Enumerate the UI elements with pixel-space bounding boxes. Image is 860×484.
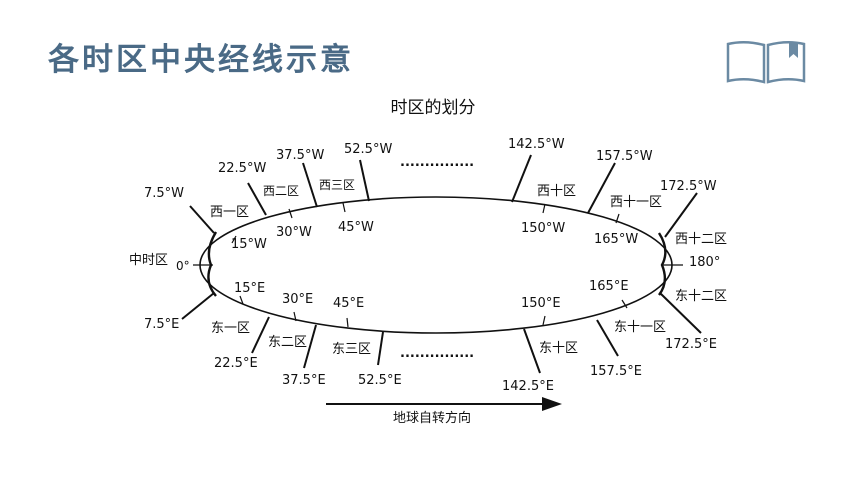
- meridian-label-15w: 15°W: [231, 237, 267, 252]
- zone-label-east-1: 东一区: [211, 321, 250, 336]
- boundary-label-142-5w: 142.5°W: [508, 137, 565, 152]
- ellipsis-dots-bottom: ...............: [400, 346, 474, 361]
- zone-label-center: 中时区: [129, 253, 168, 268]
- zone-label-east-10: 东十区: [539, 341, 578, 356]
- meridian-label-150e: 150°E: [521, 296, 561, 311]
- book-icon: [726, 41, 806, 84]
- boundary-label-37-5w: 37.5°W: [276, 148, 324, 163]
- zone-label-west-10: 西十区: [537, 184, 576, 199]
- meridian-label-15e: 15°E: [234, 281, 265, 296]
- zone-label-west-11: 西十一区: [610, 195, 662, 210]
- boundary-label-172-5e: 172.5°E: [665, 337, 717, 352]
- boundary-label-22-5e: 22.5°E: [214, 356, 258, 371]
- zone-label-west-2: 西二区: [263, 184, 299, 198]
- rotation-label: 地球自转方向: [393, 410, 471, 426]
- meridian-label-165e: 165°E: [589, 279, 629, 294]
- boundary-label-157-5w: 157.5°W: [596, 149, 653, 164]
- boundary-label-22-5w: 22.5°W: [218, 161, 266, 176]
- meridian-label-30e: 30°E: [282, 292, 313, 307]
- zone-label-east-12: 东十二区: [675, 289, 727, 304]
- boundary-label-52-5e: 52.5°E: [358, 373, 402, 388]
- boundary-label-7-5w: 7.5°W: [144, 186, 184, 201]
- meridian-label-180: 180°: [689, 255, 720, 270]
- meridian-ticks: [231, 202, 628, 328]
- ellipsis-dots-top: ...............: [400, 155, 474, 170]
- boundary-label-52-5w: 52.5°W: [344, 142, 392, 157]
- boundary-label-142-5e: 142.5°E: [502, 379, 554, 394]
- boundary-label-7-5e: 7.5°E: [144, 317, 179, 332]
- earth-ellipse: [199, 196, 673, 334]
- meridian-label-45e: 45°E: [333, 296, 364, 311]
- boundary-label-157-5e: 157.5°E: [590, 364, 642, 379]
- meridian-label-165w: 165°W: [594, 232, 638, 247]
- zone-label-west-3: 西三区: [319, 178, 355, 192]
- rotation-arrow-head: [542, 397, 562, 411]
- meridian-label-150w: 150°W: [521, 221, 565, 236]
- zone-label-east-2: 东二区: [268, 335, 307, 350]
- meridian-label-45w: 45°W: [338, 220, 374, 235]
- meridian-label-30w: 30°W: [276, 225, 312, 240]
- antimeridian-edge: [657, 232, 667, 296]
- page-title: 各时区中央经线示意: [48, 42, 354, 78]
- boundary-label-37-5e: 37.5°E: [282, 373, 326, 388]
- boundary-label-172-5w: 172.5°W: [660, 179, 717, 194]
- boundary-lines-west: [189, 154, 698, 238]
- zone-label-east-11: 东十一区: [614, 320, 666, 335]
- zone-label-east-3: 东三区: [332, 342, 371, 357]
- meridian-label-0: 0°: [176, 259, 190, 273]
- zone-label-west-12: 西十二区: [675, 232, 727, 247]
- diagram-title: 时区的划分: [391, 98, 476, 118]
- boundary-lines-east: [181, 292, 702, 374]
- zone-label-west-1: 西一区: [210, 205, 249, 220]
